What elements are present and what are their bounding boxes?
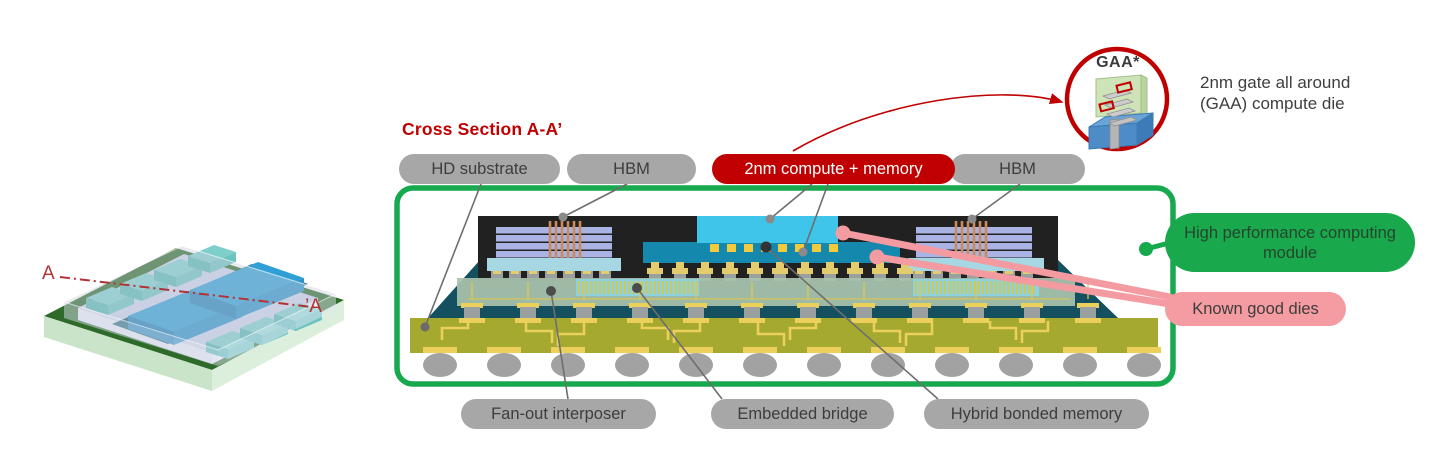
label-hd-substrate: HD substrate [399,154,560,184]
gaa-description: 2nm gate all around (GAA) compute die [1200,72,1350,114]
label-fan-out-interposer: Fan-out interposer [461,399,656,429]
substrate-traces [440,321,1050,346]
cross-section-title: Cross Section A-A’ [402,119,563,139]
gaa-description-line1: 2nm gate all around [1200,73,1351,92]
isometric-package-view [44,245,344,391]
hbm-bumps-left [491,271,611,278]
gaa-transistor-icon [1088,74,1154,150]
section-line-a-a [59,276,321,309]
micro-bumps [647,262,913,281]
gaa-description-line2: (GAA) compute die [1200,94,1345,113]
hbm-base-die-left [487,258,621,271]
label-hpc-module: High performance computing module [1165,213,1415,272]
gaa-magnifier [1064,46,1170,152]
known-good-dies-callout-lines [835,225,1174,308]
section-marker-a-prime: ’A [305,296,322,317]
hpc-module-outline [394,185,1176,387]
gaa-callout-arrow [792,93,1064,152]
label-compute-memory: 2nm compute + memory [712,154,955,184]
pcb-side-left [44,316,212,391]
label-hbm-left: HBM [567,154,696,184]
hbm-tsvs-left [548,221,582,258]
ball-pads [423,347,1161,353]
iso-package-lid [62,245,338,366]
solder-balls [423,353,1161,377]
iso-hbm-dies-left [86,245,236,315]
gaa-badge: GAA* [1096,54,1140,71]
leader-lines [424,183,1021,400]
label-hbm-right: HBM [950,154,1085,184]
label-hybrid-bonded-memory: Hybrid bonded memory [924,399,1149,429]
bridge-hatch-right [915,281,1035,294]
cross-section-drawing [394,185,1176,387]
label-embedded-bridge: Embedded bridge [711,399,894,429]
hbm-dram-slabs-left [496,227,612,258]
hbm-stack-left [487,221,621,278]
iso-compute-die-upper [190,262,304,319]
label-known-good-dies: Known good dies [1165,292,1346,326]
section-marker-a: A [42,263,55,284]
leader-dots [420,212,977,332]
interposer-bumps [459,303,1101,323]
